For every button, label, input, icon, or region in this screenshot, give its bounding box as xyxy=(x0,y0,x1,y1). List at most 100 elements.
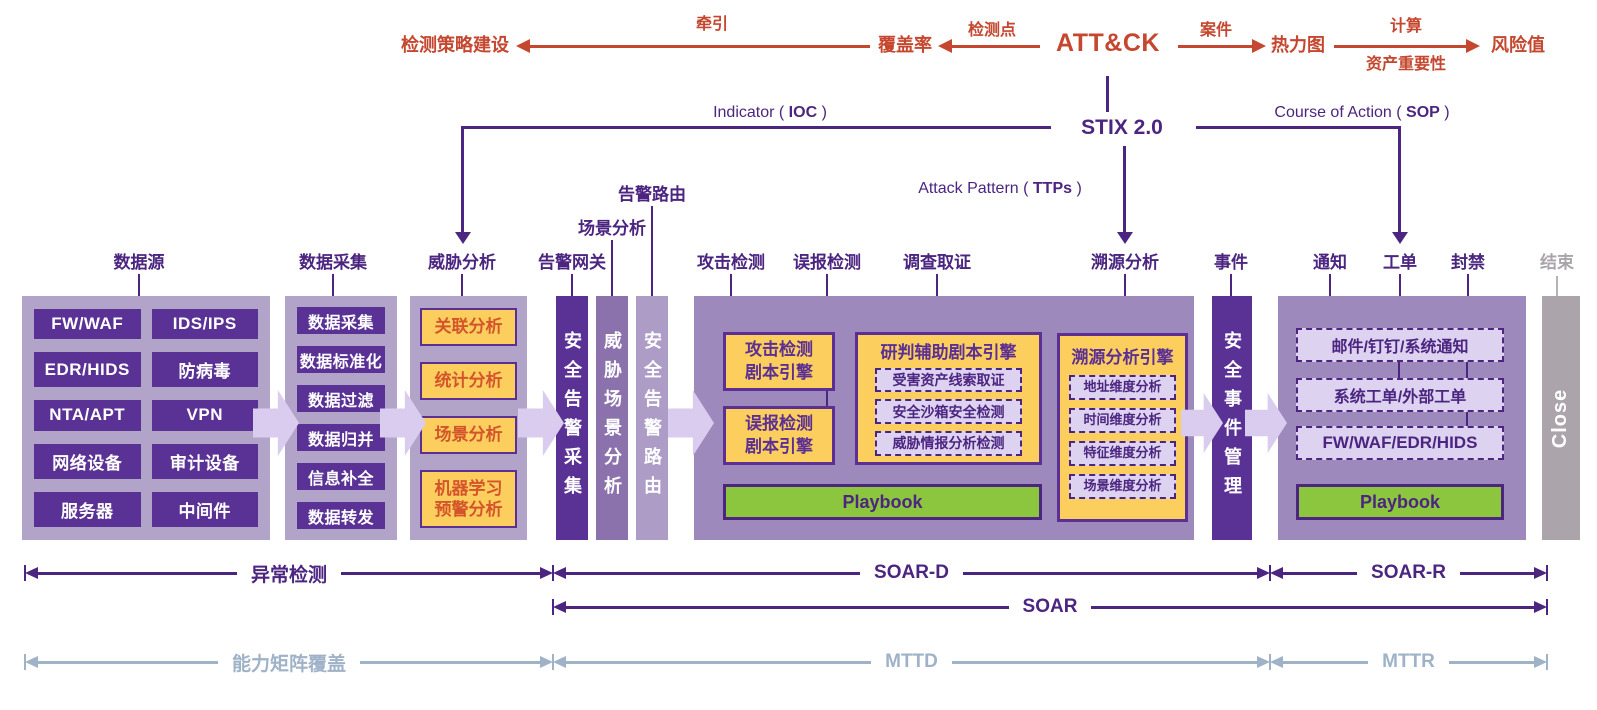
connector xyxy=(1230,274,1232,296)
label-notify: 通知 xyxy=(1313,253,1347,272)
fp-engine-box: 误报检测 剧本引擎 xyxy=(723,406,835,465)
analysis-item-ml: 机器学习 预警分析 xyxy=(420,470,517,528)
node-attck: ATT&CK xyxy=(1056,29,1160,57)
arrowhead-right-icon xyxy=(1466,39,1480,53)
ticket-box: 系统工单/外部工单 xyxy=(1296,378,1504,412)
measure-mttd: MTTD xyxy=(553,651,1271,673)
fp-engine-line1: 误报检测 xyxy=(745,414,813,434)
connector xyxy=(332,274,334,296)
connector xyxy=(461,274,463,296)
forensics-engine-box: 研判辅助剧本引擎 受害资产线索取证 安全沙箱安全检测 威胁情报分析检测 xyxy=(855,332,1042,465)
notify-box: 邮件/钉钉/系统通知 xyxy=(1296,328,1504,362)
panel-datasource: FW/WAF IDS/IPS EDR/HIDS 防病毒 NTA/APT VPN … xyxy=(22,296,270,540)
measure-soar-d: SOAR-D xyxy=(553,562,1271,584)
stix-title: STIX 2.0 xyxy=(1081,116,1163,139)
trace-engine-box: 溯源分析引擎 地址维度分析 时间维度分析 特征维度分析 场景维度分析 xyxy=(1057,333,1188,522)
connector xyxy=(138,274,140,296)
connector xyxy=(651,206,653,296)
attack-engine-line2: 剧本引擎 xyxy=(745,362,813,382)
label-trace-analysis: 溯源分析 xyxy=(1091,253,1159,272)
arrow-heatmap-to-risk xyxy=(1334,45,1466,48)
collection-item: 数据采集 xyxy=(297,307,385,334)
trace-item: 地址维度分析 xyxy=(1069,375,1176,400)
line-stix-ioc-vertical xyxy=(461,126,464,232)
datasource-item: FW/WAF xyxy=(34,309,141,340)
measure-soar: SOAR xyxy=(553,596,1547,618)
label-forensics: 调查取证 xyxy=(903,253,971,272)
trace-engine-title: 溯源分析引擎 xyxy=(1071,347,1174,367)
tick xyxy=(1546,599,1548,615)
datasource-item: 中间件 xyxy=(151,491,258,527)
datasource-item: 审计设备 xyxy=(151,443,258,479)
attack-engine-line1: 攻击检测 xyxy=(745,340,813,360)
measure-label: MTTR xyxy=(1382,651,1435,672)
measure-label: MTTD xyxy=(885,651,938,672)
line-stix-ioc-horizontal xyxy=(461,126,1051,129)
edge-label-asset-importance: 资产重要性 xyxy=(1365,56,1447,73)
label-datasource: 数据源 xyxy=(113,253,165,272)
label-alert-gateway: 告警网关 xyxy=(538,253,606,272)
arrowhead-down-icon xyxy=(1117,232,1133,244)
measure-label: 异常检测 xyxy=(251,564,328,586)
analysis-item: 关联分析 xyxy=(420,308,517,346)
forensics-item: 安全沙箱安全检测 xyxy=(875,399,1022,425)
edge-label-case: 案件 xyxy=(1199,22,1233,39)
forensics-engine-title: 研判辅助剧本引擎 xyxy=(880,343,1017,363)
measure-mttr: MTTR xyxy=(1270,651,1548,673)
label-alert-route: 告警路由 xyxy=(618,185,686,204)
label-collection: 数据采集 xyxy=(299,253,367,272)
label-ticket: 工单 xyxy=(1383,253,1417,272)
fp-engine-line2: 剧本引擎 xyxy=(745,436,813,456)
measure-label: SOAR xyxy=(1022,596,1078,617)
bar-alert-route: 安全告警路由 xyxy=(636,296,668,540)
edge-label-pull: 牵引 xyxy=(695,16,729,33)
node-coverage: 覆盖率 xyxy=(878,35,932,55)
connector xyxy=(1466,362,1468,378)
datasource-item: 服务器 xyxy=(34,491,141,527)
arrow-attck-to-heatmap xyxy=(1178,45,1252,48)
arrowhead-down-icon xyxy=(455,232,471,244)
measure-anomaly-detection: 异常检测 xyxy=(25,562,554,586)
forensics-item: 受害资产线索取证 xyxy=(875,367,1022,393)
trace-item: 场景维度分析 xyxy=(1069,474,1176,499)
edge-label-detect-point: 检测点 xyxy=(967,22,1017,39)
measure-capability-matrix: 能力矩阵覆盖 xyxy=(25,651,554,675)
arrow-attck-to-coverage xyxy=(952,45,1040,48)
arrowhead-left-icon xyxy=(516,39,530,53)
edge-label-indicator-ioc: Indicator ( IOC ) xyxy=(713,104,827,121)
trace-item: 时间维度分析 xyxy=(1069,408,1176,433)
arrow-coverage-to-strategy xyxy=(530,45,870,48)
analysis-item-ml-line1: 机器学习 xyxy=(434,478,503,498)
line-stix-sop-horizontal xyxy=(1196,126,1401,129)
bar-alert-gateway: 安全告警采集 xyxy=(556,296,588,540)
line-stix-sop-vertical xyxy=(1398,126,1401,232)
playbook-soar-d: Playbook xyxy=(723,484,1042,520)
arrowhead-down-icon xyxy=(1392,232,1408,244)
edge-label-attack-pattern-ttps: Attack Pattern ( TTPs ) xyxy=(918,180,1082,197)
measure-label: SOAR-D xyxy=(874,562,949,583)
connector xyxy=(571,274,573,296)
panel-collection: 数据采集 数据标准化 数据过滤 数据归并 信息补全 数据转发 xyxy=(285,296,397,540)
edge-label-compute: 计算 xyxy=(1389,18,1423,35)
connector xyxy=(1556,276,1558,296)
connector xyxy=(1466,412,1468,426)
node-heatmap: 热力图 xyxy=(1271,35,1325,55)
analysis-item-ml-line2: 预警分析 xyxy=(434,500,503,519)
datasource-item: 网络设备 xyxy=(34,443,141,479)
arrowhead-right-icon xyxy=(1252,39,1266,53)
label-fp-detection: 误报检测 xyxy=(793,253,861,272)
analysis-item: 统计分析 xyxy=(420,362,517,400)
datasource-item: IDS/IPS xyxy=(151,309,258,340)
collection-item: 信息补全 xyxy=(297,463,385,490)
connector xyxy=(826,391,828,406)
measure-label: 能力矩阵覆盖 xyxy=(232,653,347,675)
bar-scene-analysis: 威胁场景分析 xyxy=(596,296,628,540)
line-attck-to-stix xyxy=(1106,76,1109,112)
datasource-item: EDR/HIDS xyxy=(34,352,141,388)
edge-label-course-of-action-sop: Course of Action ( SOP ) xyxy=(1274,104,1450,121)
measure-soar-r: SOAR-R xyxy=(1270,562,1548,584)
connector xyxy=(611,240,613,296)
forensics-item: 威胁情报分析检测 xyxy=(875,431,1022,456)
line-stix-ttp-vertical xyxy=(1123,146,1126,232)
